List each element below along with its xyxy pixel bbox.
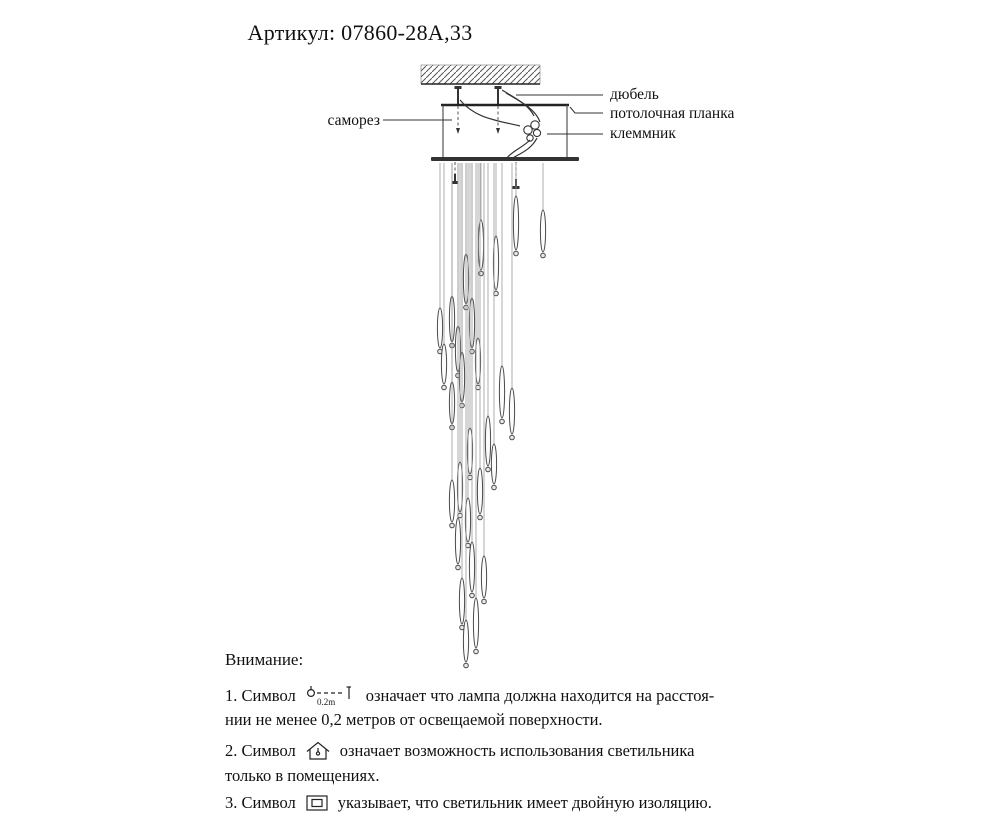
note2-text: означает возможность использования свети… <box>339 741 695 760</box>
terminal-block-icon <box>523 120 542 142</box>
note1-prefix: 1. Символ <box>225 686 296 705</box>
min-distance-value: 0.2m <box>317 697 335 707</box>
note-line-3: 3. Символ указывает, что светильник имее… <box>225 793 712 813</box>
wiring <box>459 89 541 160</box>
note1-text: означает что лампа должна находится на р… <box>365 686 715 705</box>
dowel-screw-right <box>494 86 502 134</box>
note3-prefix: 3. Символ <box>225 793 296 812</box>
label-self-tapping-screw: саморез <box>327 112 380 129</box>
label-dowel: дюбель <box>610 86 659 103</box>
note-line-2a: 2. Символ означает возможность использов… <box>225 740 694 762</box>
note3-text: указывает, что светильник имеет двойную … <box>337 793 712 812</box>
label-ceiling-strap: потолочная планка <box>610 105 735 122</box>
label-terminal-block: клеммник <box>610 125 676 142</box>
canopy-plate <box>431 157 579 161</box>
note-line-2b: только в помещениях. <box>225 766 380 785</box>
pendant-drops <box>436 163 547 669</box>
min-distance-icon: 0.2m <box>305 683 357 709</box>
leader-lines <box>383 94 603 135</box>
attention-heading: Внимание: <box>225 650 304 669</box>
double-insulation-icon <box>305 794 329 812</box>
installation-diagram <box>383 64 603 669</box>
note2-prefix: 2. Символ <box>225 741 296 760</box>
note-line-1b: нии не менее 0,2 метров от освещаемой по… <box>225 710 603 729</box>
note-line-1a: 1. Символ 0.2m означает что лампа должна… <box>225 683 714 709</box>
ceiling-strap <box>441 103 569 158</box>
page-title: Артикул: 07860-28А,33 <box>247 20 473 45</box>
indoor-use-house-icon <box>305 740 331 762</box>
canopy-screw-left <box>451 162 459 184</box>
dowel-screw-left <box>454 86 462 134</box>
ceiling-hatch <box>420 64 541 85</box>
